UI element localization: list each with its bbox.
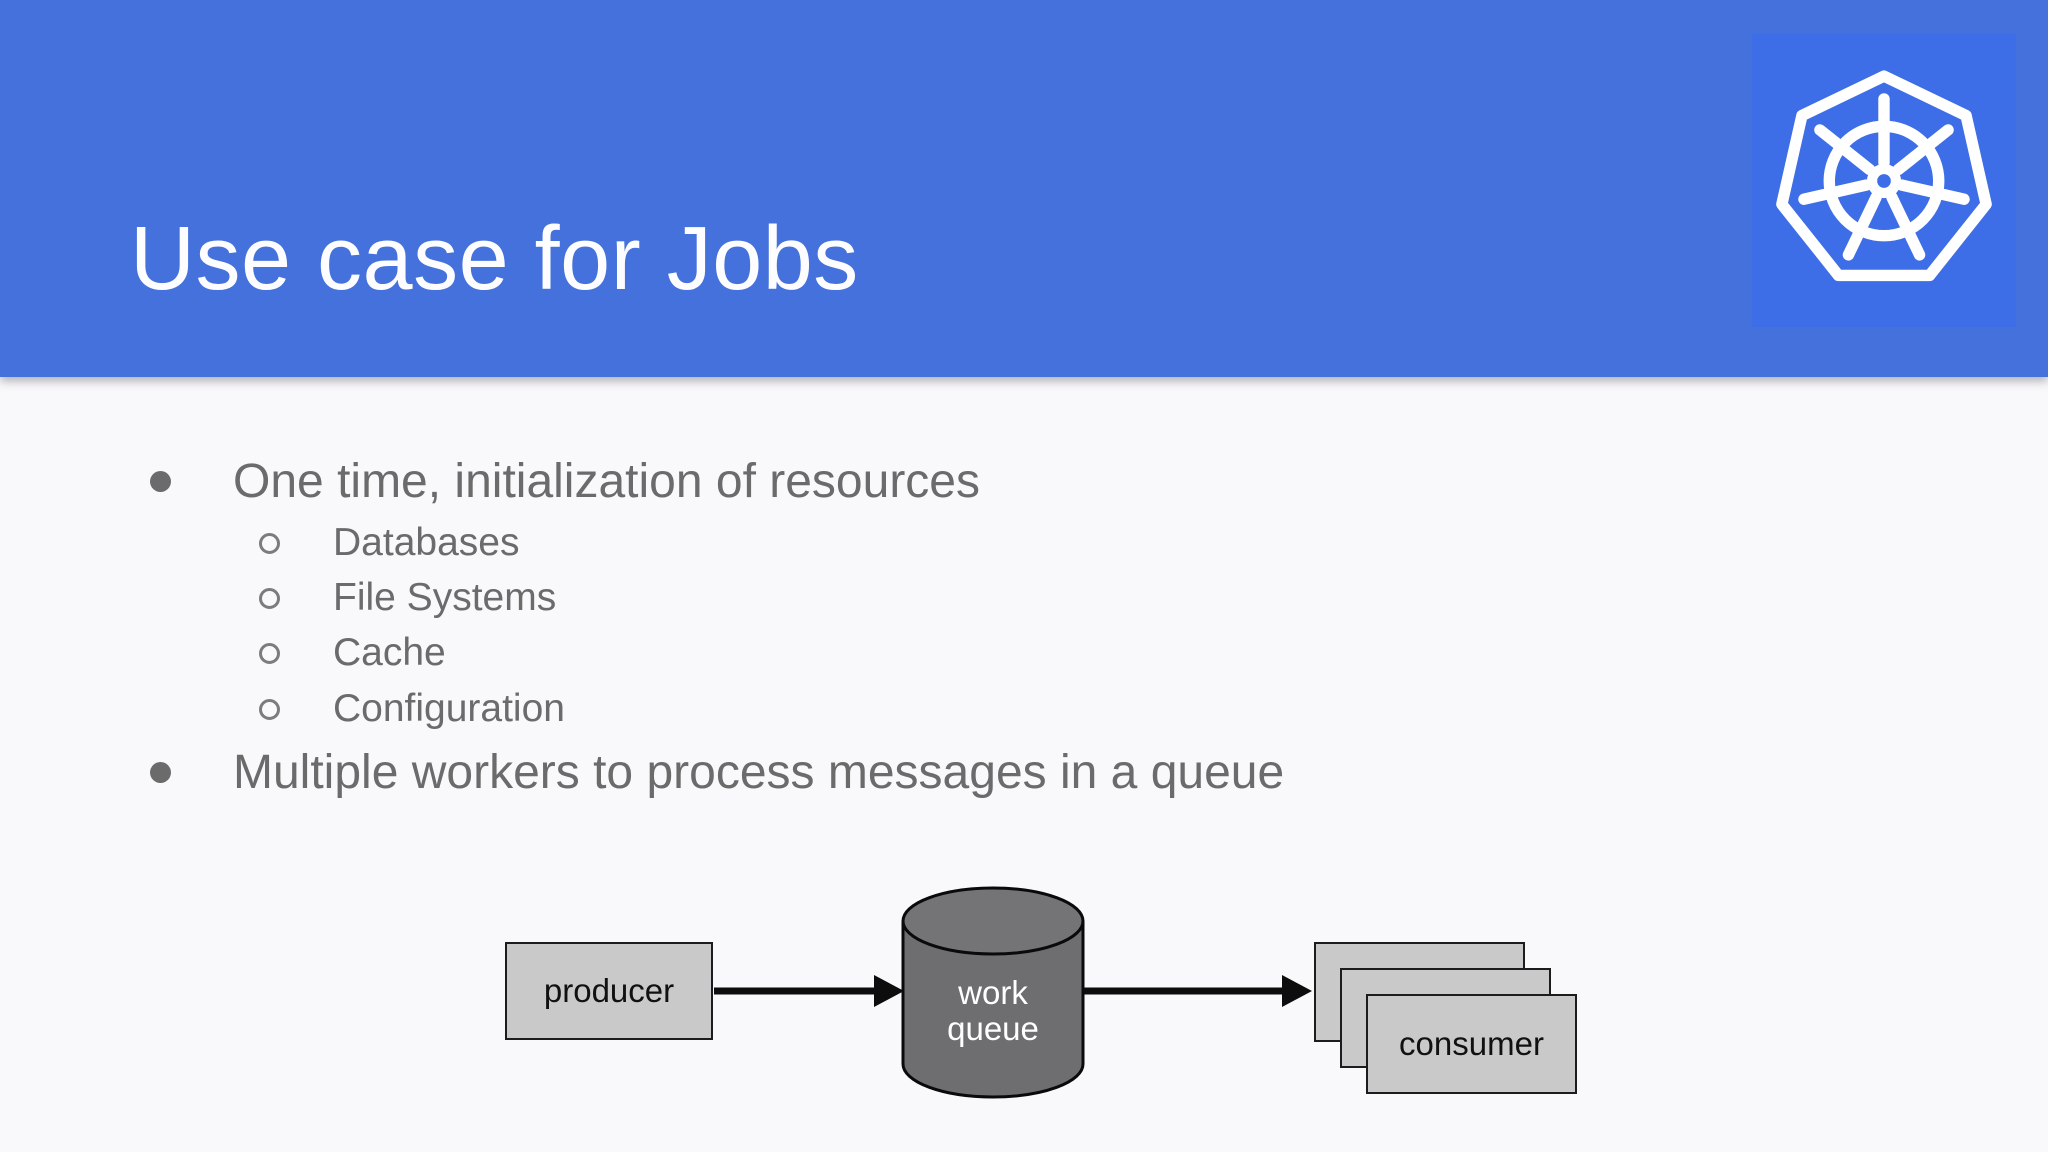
arrow-producer-to-queue <box>714 975 904 1007</box>
bullet-circle-icon <box>259 698 280 720</box>
logo-tile <box>1752 34 2016 327</box>
arrow-queue-to-consumer <box>1084 975 1312 1007</box>
bullet-circle-icon <box>259 532 280 554</box>
queue-label-line2: queue <box>947 1010 1039 1047</box>
bullet-item-2: Multiple workers to process messages in … <box>150 741 1284 803</box>
work-queue-cylinder: work queue <box>901 886 1085 1099</box>
sub-bullet-text: Cache <box>333 631 446 674</box>
consumer-box-front: consumer <box>1366 994 1577 1094</box>
sub-bullet-text: File Systems <box>333 576 557 619</box>
sub-bullet-text: Configuration <box>333 687 565 730</box>
bullet-text: Multiple workers to process messages in … <box>233 745 1285 799</box>
bullet-circle-icon <box>259 642 280 664</box>
sub-bullet-item-3: Cache <box>259 627 446 679</box>
sub-bullet-item-4: Configuration <box>259 683 565 735</box>
sub-bullet-item-1: Databases <box>259 517 519 569</box>
bullet-item-1: One time, initialization of resources <box>150 450 980 512</box>
kubernetes-helm-icon <box>1776 69 1992 281</box>
producer-label: producer <box>543 972 675 1009</box>
sub-bullet-text: Databases <box>333 521 520 564</box>
page-title: Use case for Jobs <box>130 209 859 309</box>
bullet-dot-icon <box>150 761 171 783</box>
consumer-label: consumer <box>1399 1025 1544 1062</box>
bullet-text: One time, initialization of resources <box>233 454 980 508</box>
sub-bullet-item-2: File Systems <box>259 572 556 624</box>
producer-box: producer <box>505 942 713 1040</box>
queue-label-line1: work <box>957 974 1028 1011</box>
bullet-dot-icon <box>150 470 171 492</box>
header-band: Use case for Jobs <box>0 0 2048 377</box>
bullet-circle-icon <box>259 587 280 609</box>
